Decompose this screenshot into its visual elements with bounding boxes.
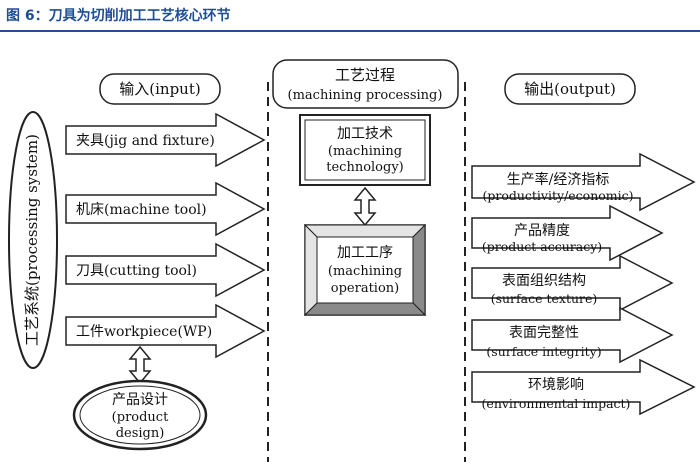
output-item-accuracy-en: (product accuracy) [482, 239, 602, 254]
product-design-ellipse [72, 379, 208, 451]
machining-technology-en1: (machining [328, 144, 402, 159]
output-arrow-integrity [471, 306, 674, 364]
output-item-productivity-cn: 生产率/经济指标 [507, 171, 610, 188]
process-header-cn: 工艺过程 [335, 66, 395, 84]
input-arrow-workpiece [65, 303, 266, 359]
output-arrow-environment [471, 358, 696, 416]
input-item-workpiece: 工件workpiece(WP) [76, 324, 212, 340]
output-item-environment-cn: 环境影响 [528, 377, 584, 393]
output-item-productivity-en: (productivity/economic) [482, 188, 633, 203]
machining-operation-cn: 加工工序 [337, 245, 393, 261]
product-design-en1: (product [112, 410, 169, 425]
output-item-environment-en: (environmental impact) [482, 396, 631, 411]
machining-technology-box [299, 114, 431, 186]
input-item-jig: 夹具(jig and fixture) [76, 133, 215, 149]
product-design-en2: design) [116, 426, 165, 441]
input-header: 输入(input) [119, 80, 200, 98]
output-item-texture-cn: 表面组织结构 [502, 273, 586, 289]
machining-operation-en2: operation) [331, 281, 399, 296]
figure-title: 图 6：刀具为切削加工工艺核心环节 [6, 8, 231, 24]
input-arrow-machine [65, 181, 266, 237]
workpiece-design-double-arrow [128, 345, 152, 385]
output-header-box [504, 73, 636, 105]
machining-technology-cn: 加工技术 [337, 126, 393, 142]
machining-technology-en2: technology) [326, 160, 404, 175]
technology-operation-double-arrow [353, 186, 377, 227]
process-header-en: (machining processing) [288, 88, 443, 103]
output-item-texture-en: (surface texture) [491, 291, 598, 306]
input-arrow-jig [65, 112, 266, 168]
input-arrow-cutting [65, 242, 266, 298]
output-item-integrity-en: (surface integrity) [486, 344, 601, 359]
output-header: 输出(output) [524, 80, 616, 98]
input-item-cutting: 刀具(cutting tool) [76, 263, 197, 279]
output-item-integrity-cn: 表面完整性 [509, 325, 579, 341]
output-arrow-productivity [471, 152, 696, 212]
process-header-box [272, 59, 459, 109]
machining-operation-en1: (machining [328, 264, 402, 279]
processing-system-ellipse [8, 111, 58, 369]
output-item-accuracy-cn: 产品精度 [514, 223, 570, 239]
input-item-machine: 机床(machine tool) [76, 202, 207, 218]
processing-system-label: 工艺系统(processing system) [23, 134, 41, 346]
product-design-cn: 产品设计 [112, 392, 168, 408]
title-divider [0, 30, 700, 32]
output-arrow-accuracy [471, 204, 664, 262]
input-header-box [99, 73, 221, 105]
output-arrow-texture [471, 254, 674, 312]
